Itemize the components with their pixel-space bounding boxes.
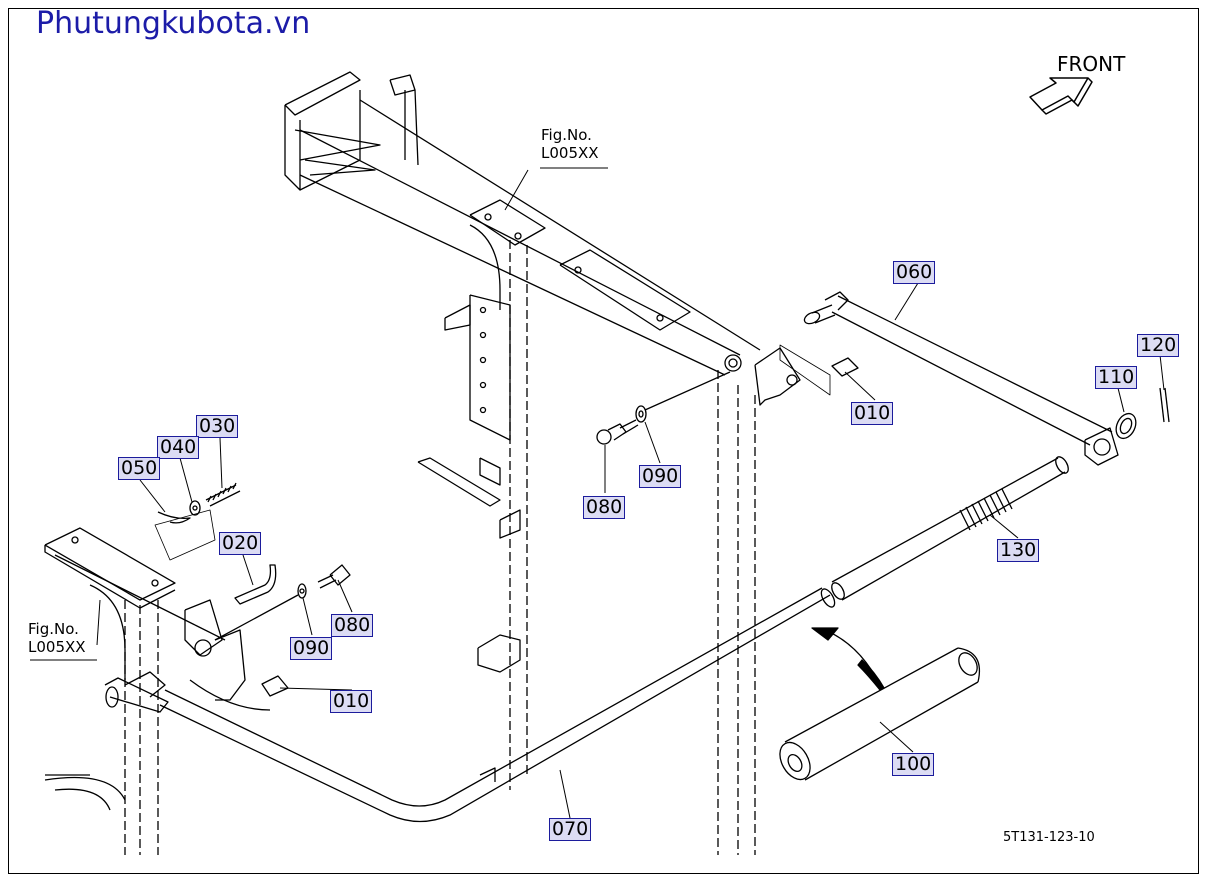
lower-left-frame [44, 527, 271, 811]
part-130-shaft [831, 456, 1069, 601]
callout-010-upper[interactable]: 010 [851, 402, 894, 425]
upper-frame-beam [284, 71, 831, 406]
drawing-code: 5T131-123-10 [1003, 830, 1095, 845]
figure-ref-lower: Fig.No. L005XX [28, 620, 86, 656]
figure-ref-upper: Fig.No. L005XX [541, 126, 599, 162]
drawing-frame [8, 8, 1199, 874]
part-010-plate-lower [261, 675, 289, 697]
part-040-washer [189, 500, 201, 516]
callout-060[interactable]: 070 [549, 818, 592, 841]
part-090-washer-upper [635, 405, 647, 423]
callout-070[interactable]: 060 [893, 261, 936, 284]
callout-100[interactable]: 100 [892, 753, 935, 776]
part-030-spring [205, 482, 241, 507]
callout-090-lower[interactable]: 090 [290, 637, 333, 660]
callout-080-lower[interactable]: 080 [331, 614, 374, 637]
column-plates [417, 224, 521, 782]
front-label: FRONT [1057, 52, 1126, 76]
callout-020[interactable]: 020 [219, 532, 262, 555]
callout-080-upper[interactable]: 080 [583, 496, 626, 519]
part-060-lever-bar [104, 587, 836, 823]
callout-050[interactable]: 050 [118, 457, 161, 480]
leader-lines [30, 167, 1165, 819]
callout-110[interactable]: 110 [1095, 366, 1138, 389]
callout-040[interactable]: 040 [157, 436, 200, 459]
part-070-rod [803, 291, 1119, 466]
part-080-bolt-lower [317, 564, 351, 589]
callout-010-lower[interactable]: 010 [330, 690, 373, 713]
part-080-bolt-upper [596, 419, 639, 445]
part-120-pin [1159, 387, 1170, 423]
callout-090-upper[interactable]: 090 [639, 465, 682, 488]
site-watermark: Phutungkubota.vn [36, 6, 311, 41]
callout-120[interactable]: 120 [1137, 334, 1180, 357]
front-arrow-icon [1029, 77, 1093, 115]
part-100-roller [779, 647, 981, 781]
part-010-plate-upper [831, 357, 859, 377]
callout-030[interactable]: 030 [196, 415, 239, 438]
part-090-washer-lower [297, 583, 307, 599]
part-050-pin [157, 511, 191, 524]
part-020-rod [234, 564, 277, 605]
callout-130[interactable]: 130 [997, 539, 1040, 562]
part-110-washer [1115, 412, 1137, 440]
